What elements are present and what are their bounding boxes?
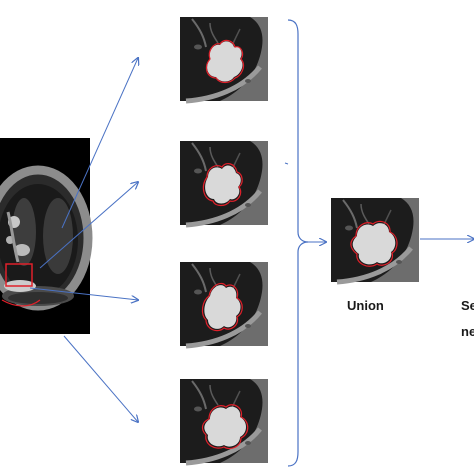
nodule-region — [204, 406, 246, 447]
next-step-label-line-1: Se — [461, 298, 474, 313]
arrow-to-segmentation-3 — [29, 287, 138, 300]
segmentation-panel-4 — [180, 379, 268, 463]
grouping-brace — [287, 19, 309, 467]
arrow-to-segmentation-2 — [39, 182, 138, 269]
nodule-region — [352, 223, 396, 265]
red-contour — [201, 404, 249, 450]
arrow-to-segmentation-1 — [61, 58, 138, 229]
union-label: Union — [347, 298, 384, 313]
red-contour — [205, 39, 245, 84]
red-contour — [201, 282, 243, 332]
union-panel — [331, 198, 419, 282]
red-contour — [350, 220, 398, 267]
nodule-region — [207, 41, 243, 82]
stray-mark — [284, 162, 289, 165]
red-contour — [202, 162, 243, 207]
segmentation-panel-1 — [180, 17, 268, 101]
nodule-region — [205, 165, 241, 204]
next-step-label-line-2: ne — [461, 324, 474, 339]
fan-out-arrows — [29, 58, 138, 422]
nodule-region — [204, 285, 241, 329]
segmentation-panel-2 — [180, 141, 268, 225]
segmentation-panel-3 — [180, 262, 268, 346]
arrow-to-segmentation-4 — [63, 335, 138, 422]
